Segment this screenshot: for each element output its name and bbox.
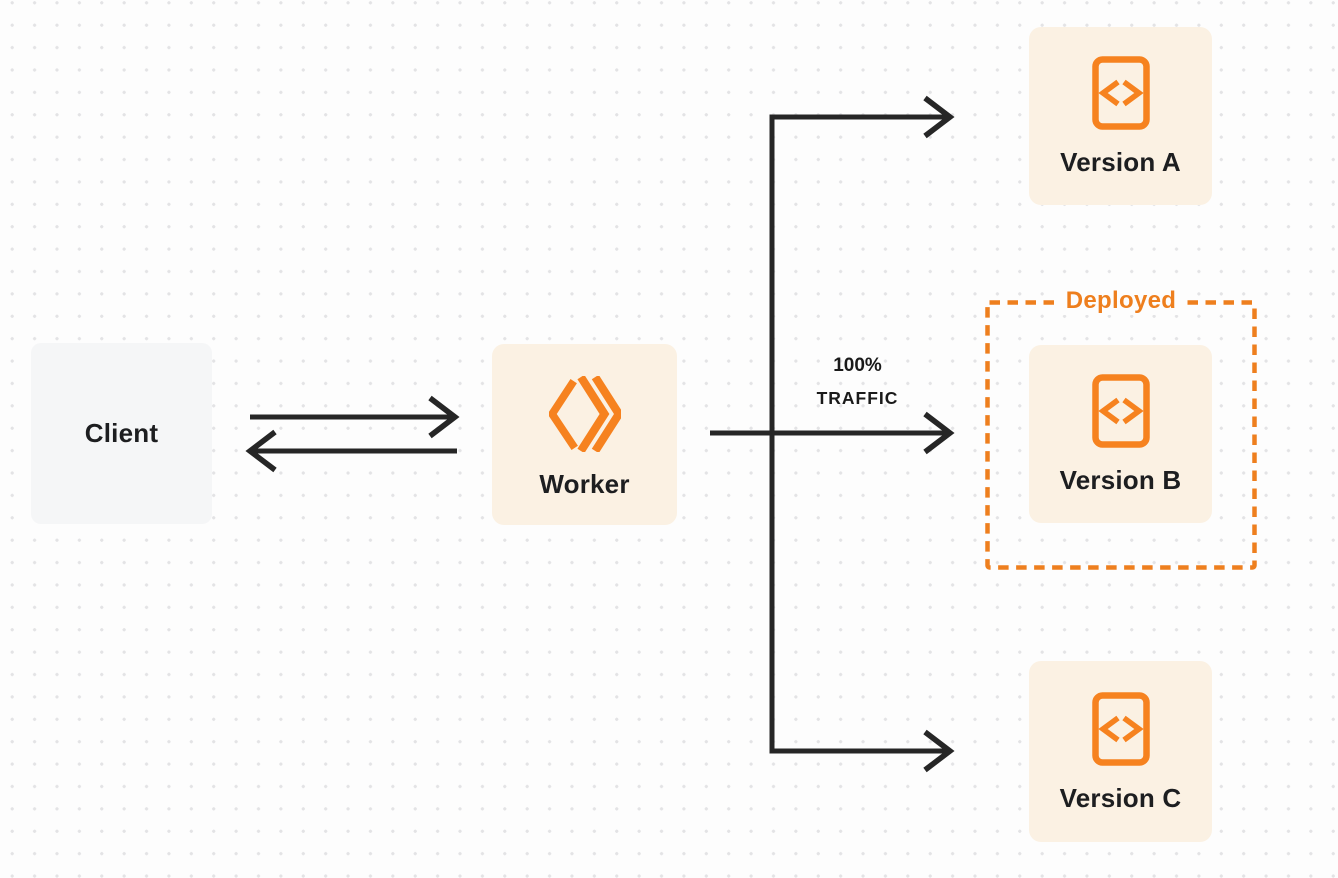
worker-label: Worker [539,468,630,499]
client-to-worker-arrow [250,395,460,439]
node-worker: Worker [492,344,677,525]
node-version-b: Version B [1029,345,1212,523]
deployed-label: Deployed [1055,287,1187,315]
deployed-label-row: Deployed [985,287,1257,315]
version-b-label: Version B [1059,465,1182,495]
worker-to-version-b-arrow [710,411,955,455]
version-c-label: Version C [1059,782,1182,813]
workers-double-chevron-logo-icon [547,374,624,457]
branch-trunk [769,95,955,773]
traffic-word-text: TRAFFIC [816,388,899,408]
code-file-icon [1091,56,1150,135]
client-label: Client [84,418,159,448]
version-a-label: Version A [1060,147,1181,177]
traffic-percent-text: 100% [833,355,882,376]
version-c-arrowhead [923,729,955,773]
node-version-a: Version A [1029,27,1212,205]
worker-to-client-arrow [245,429,457,473]
code-file-icon [1091,374,1150,453]
node-client: Client [31,343,212,524]
node-version-c: Version C [1029,661,1212,842]
version-a-arrowhead [923,95,955,139]
code-file-icon [1091,691,1150,771]
traffic-label: 100% TRAFFIC [780,349,935,415]
